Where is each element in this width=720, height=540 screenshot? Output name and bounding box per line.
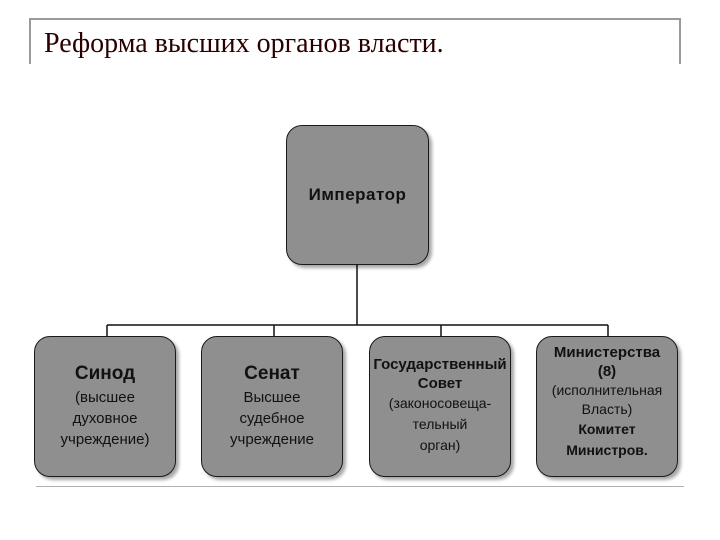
state-council-node: Государственный Совет (законосовеща- тел… xyxy=(369,336,511,477)
state-council-desc-line-1: (законосовеща- xyxy=(388,395,492,411)
synod-desc-line-2: духовное xyxy=(72,410,138,427)
ministries-committee-line-1: Комитет xyxy=(578,421,636,437)
senate-name: Сенат xyxy=(244,363,300,384)
state-council-name-line-1: Государственный xyxy=(373,356,507,373)
senate-desc-line-1: Высшее xyxy=(243,389,301,406)
state-council-desc-line-2: тельный xyxy=(412,416,468,432)
ministries-committee-line-2: Министров. xyxy=(566,442,648,458)
footer-divider xyxy=(36,486,684,487)
title-frame-top xyxy=(29,18,680,20)
senate-desc-line-2: судебное xyxy=(239,410,305,427)
title-frame-left xyxy=(29,18,31,64)
ministries-node: Министерства (8) (исполнительная Власть)… xyxy=(536,336,678,477)
ministries-name-line-1: Министерства xyxy=(553,344,661,361)
ministries-desc-line-2: Власть) xyxy=(581,401,633,417)
ministries-desc-line-1: (исполнительная xyxy=(551,382,663,398)
emperor-label: Император xyxy=(308,185,407,204)
emperor-node: Император xyxy=(286,125,429,265)
ministries-name-line-2: (8) xyxy=(597,363,617,380)
slide-title: Реформа высших органов власти. xyxy=(44,28,444,59)
synod-node: Синод (высшее духовное учреждение) xyxy=(34,336,176,477)
synod-name: Синод xyxy=(74,363,136,384)
synod-desc-line-1: (высшее xyxy=(75,389,135,406)
state-council-desc-line-3: орган) xyxy=(419,437,461,453)
senate-desc-line-3: учреждение xyxy=(230,431,314,448)
state-council-name-line-2: Совет xyxy=(417,375,463,392)
senate-node: Сенат Высшее судебное учреждение xyxy=(201,336,343,477)
synod-desc-line-3: учреждение) xyxy=(60,431,150,448)
title-frame-right xyxy=(679,18,681,64)
